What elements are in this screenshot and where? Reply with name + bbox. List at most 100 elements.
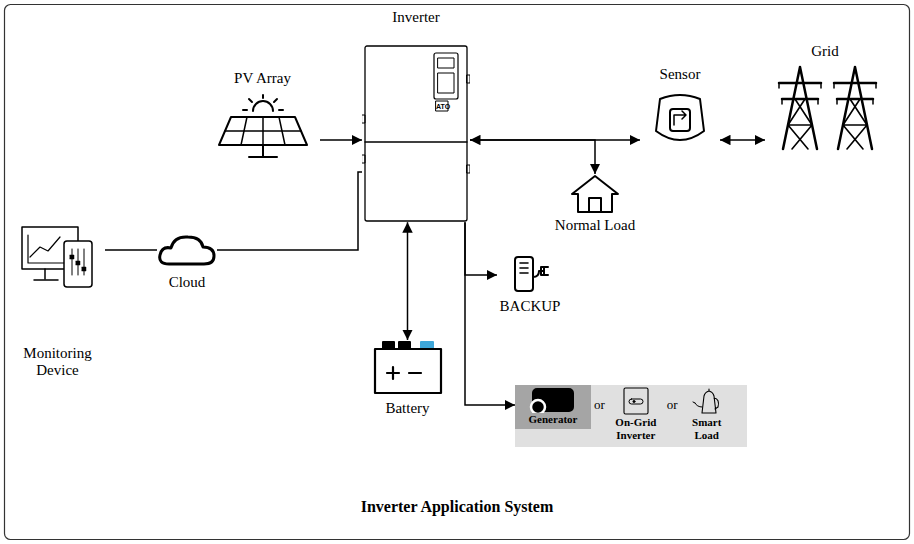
icon-stroke bbox=[262, 145, 264, 156]
icon-stroke bbox=[274, 99, 277, 102]
icon-stroke bbox=[515, 257, 533, 291]
icon-stroke bbox=[633, 400, 635, 402]
battery-icon bbox=[373, 340, 443, 395]
node-label: Smart Load bbox=[681, 416, 733, 442]
icon-stroke bbox=[375, 349, 441, 393]
smart-load-icon bbox=[692, 387, 722, 415]
caption-box: Inverter Application System bbox=[0, 498, 914, 516]
icon-stroke bbox=[533, 267, 548, 277]
icon-stroke bbox=[520, 263, 528, 273]
pv-array: PV Array bbox=[205, 70, 320, 161]
icon-stroke bbox=[438, 73, 454, 93]
on-grid-inverter: On-Grid Inverter bbox=[608, 385, 664, 442]
battery: Battery bbox=[370, 340, 445, 417]
inverter: Inverter bbox=[362, 9, 470, 222]
icon-stroke bbox=[241, 117, 247, 145]
icon-stroke bbox=[76, 261, 80, 265]
icon-stroke bbox=[702, 389, 719, 413]
monitoring-device-icon bbox=[20, 225, 95, 290]
icon-stroke bbox=[531, 400, 545, 413]
icon-stroke bbox=[834, 83, 876, 99]
icon-stroke bbox=[362, 155, 365, 163]
node-label: PV Array bbox=[234, 70, 291, 87]
smart-load: Smart Load bbox=[681, 385, 733, 442]
icon-stroke bbox=[279, 117, 285, 145]
normal-load-icon bbox=[570, 174, 620, 214]
node-label: Cloud bbox=[169, 274, 206, 291]
icon-stroke bbox=[249, 156, 277, 158]
on-grid-inverter-icon bbox=[620, 387, 652, 415]
backup-icon bbox=[510, 255, 550, 295]
icon-stroke bbox=[72, 249, 73, 275]
backup: BACKUP bbox=[497, 255, 563, 315]
icon-stroke bbox=[253, 101, 273, 111]
icon-stroke bbox=[572, 176, 618, 212]
icon-stroke bbox=[779, 83, 821, 104]
node-label: Inverter bbox=[392, 9, 439, 26]
icon-stroke bbox=[843, 99, 867, 149]
icon-stroke bbox=[629, 399, 643, 404]
icon-stroke bbox=[434, 53, 458, 99]
normal-load: Normal Load bbox=[545, 174, 645, 234]
label-box: ATO bbox=[436, 103, 450, 111]
icon-stroke bbox=[788, 99, 812, 149]
icon-stroke bbox=[34, 279, 58, 281]
connector bbox=[470, 140, 595, 174]
icon-stroke bbox=[365, 142, 467, 143]
grid-icon bbox=[770, 65, 880, 151]
cloud: Cloud bbox=[157, 233, 217, 291]
icon-stroke bbox=[219, 117, 307, 145]
or-word: or bbox=[664, 397, 681, 413]
icon-stroke bbox=[70, 255, 74, 259]
icon-stroke bbox=[589, 198, 601, 212]
node-label: Generator bbox=[529, 413, 578, 426]
icon-stroke bbox=[467, 75, 470, 83]
icon-stroke bbox=[262, 117, 264, 145]
icon-stroke bbox=[365, 46, 467, 221]
sensor-icon bbox=[650, 91, 710, 149]
caption: Inverter Application System bbox=[0, 498, 914, 516]
icon-stroke bbox=[674, 111, 686, 125]
grid: Grid bbox=[765, 43, 885, 151]
node-label: BACKUP bbox=[500, 298, 561, 315]
icon-stroke bbox=[30, 237, 60, 257]
node-label: Normal Load bbox=[555, 217, 635, 234]
icon-stroke bbox=[693, 402, 702, 407]
icon-stroke bbox=[670, 109, 690, 131]
connector bbox=[217, 172, 362, 250]
node-label: Battery bbox=[385, 400, 429, 417]
icon-stroke bbox=[838, 67, 872, 149]
inverter-icon bbox=[362, 45, 470, 222]
icon-stroke bbox=[64, 241, 92, 287]
generator: Generator bbox=[515, 385, 591, 429]
node-label: Grid bbox=[811, 43, 839, 60]
node-label: On-Grid Inverter bbox=[608, 416, 664, 442]
icon-stroke bbox=[783, 67, 817, 149]
connector bbox=[320, 139, 362, 141]
sensor: Sensor bbox=[640, 66, 720, 149]
monitoring-device: Monitoring Device bbox=[10, 225, 105, 380]
icon-stroke bbox=[656, 95, 704, 140]
option-band: or orGenerator On-Grid Inverter Smart Load bbox=[515, 385, 747, 447]
connector bbox=[465, 222, 497, 275]
pv-array-icon bbox=[213, 93, 313, 161]
icon-stroke bbox=[262, 95, 264, 98]
cloud-icon bbox=[157, 233, 217, 268]
icon-stroke bbox=[624, 388, 648, 414]
icon-stroke bbox=[82, 267, 86, 271]
icon-stroke bbox=[279, 109, 283, 111]
connector bbox=[720, 139, 765, 141]
icon-stroke bbox=[28, 235, 64, 263]
node-label: Monitoring Device bbox=[10, 345, 105, 380]
node-label: Sensor bbox=[660, 66, 701, 83]
icon-stroke bbox=[362, 115, 365, 123]
icon-stroke bbox=[387, 367, 421, 379]
or-word: or bbox=[591, 397, 608, 413]
outer-border bbox=[5, 5, 910, 540]
icon-stroke bbox=[249, 99, 252, 102]
icon-stroke bbox=[834, 83, 876, 104]
icon-stroke bbox=[243, 109, 247, 111]
